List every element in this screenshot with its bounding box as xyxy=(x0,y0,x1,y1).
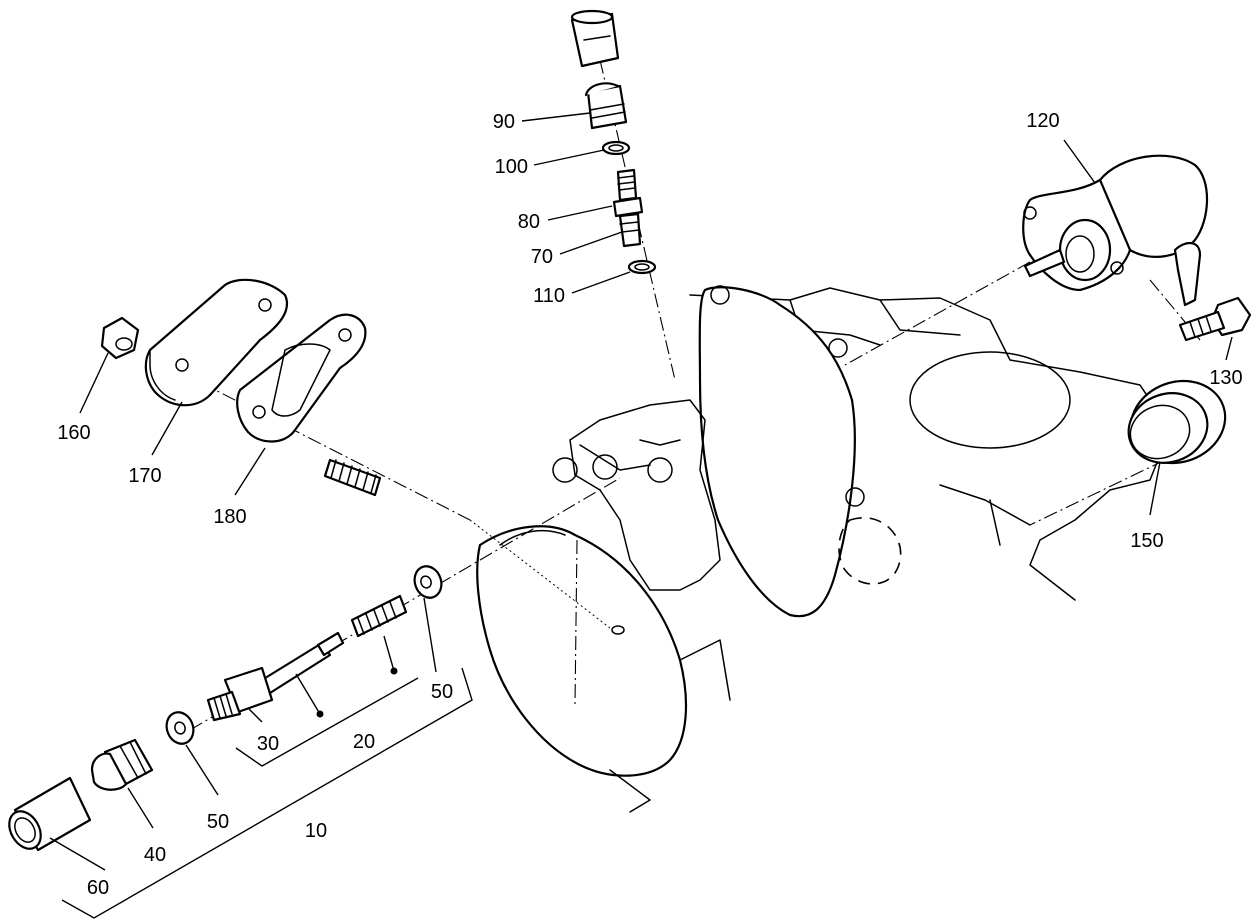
callout-labels: 90 100 80 70 110 120 130 150 160 170 180… xyxy=(57,110,1242,899)
part-110-washer xyxy=(627,259,657,275)
part-170-cover-plate xyxy=(144,278,288,407)
part-80-fitting xyxy=(612,168,644,248)
part-60-sleeve xyxy=(8,776,92,852)
callout-150: 150 xyxy=(1130,530,1163,552)
callout-50-left: 50 xyxy=(207,811,229,833)
callout-60: 60 xyxy=(87,877,109,899)
part-30-valve-stem xyxy=(206,631,345,722)
callout-10: 10 xyxy=(305,820,327,842)
part-180-gasket xyxy=(236,313,367,443)
callout-90: 90 xyxy=(493,111,515,133)
callout-70: 70 xyxy=(531,246,553,268)
assembly-centerlines xyxy=(179,59,1201,731)
part-20-spring xyxy=(350,594,408,638)
part-150-seal xyxy=(1127,379,1227,465)
callout-130: 130 xyxy=(1209,367,1242,389)
callout-20: 20 xyxy=(353,731,375,753)
callout-80: 80 xyxy=(518,211,540,233)
part-50-washer-right xyxy=(413,565,443,599)
top-cap xyxy=(570,9,620,68)
callout-170: 170 xyxy=(128,465,161,487)
leader-lines xyxy=(49,112,1233,919)
part-50-washer-left xyxy=(165,711,195,745)
callout-30: 30 xyxy=(257,733,279,755)
part-40-cap-nut xyxy=(90,738,154,791)
part-100-washer xyxy=(601,140,631,156)
callout-50-right: 50 xyxy=(431,681,453,703)
engine-housing xyxy=(476,285,1171,813)
part-160-nut xyxy=(100,316,140,360)
callout-180: 180 xyxy=(213,506,246,528)
callout-100: 100 xyxy=(495,156,528,178)
spring-upper xyxy=(323,458,382,497)
callout-120: 120 xyxy=(1026,110,1059,132)
part-90-nut xyxy=(584,82,628,130)
part-120-solenoid xyxy=(1022,154,1209,307)
callout-40: 40 xyxy=(144,844,166,866)
part-130-bolt xyxy=(1178,296,1252,342)
callout-110: 110 xyxy=(533,285,565,307)
callout-160: 160 xyxy=(57,422,90,444)
